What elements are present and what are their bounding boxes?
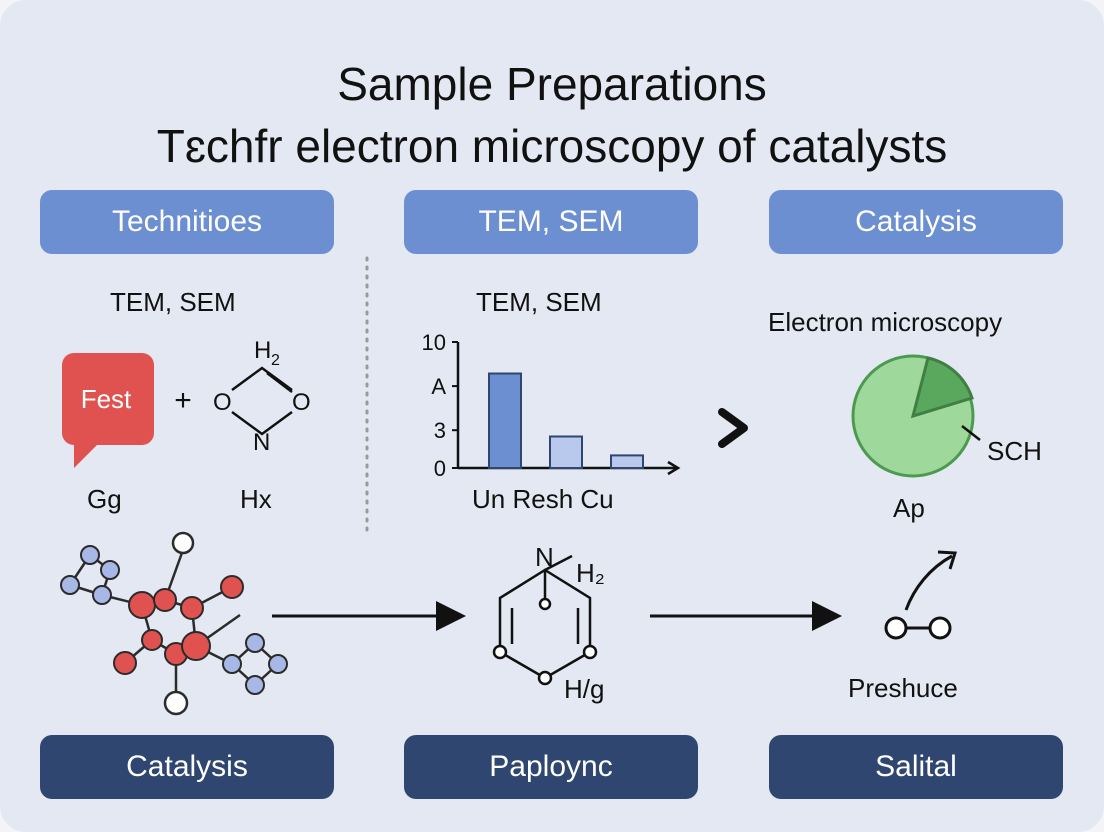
left-caption-hx: Hx bbox=[240, 484, 272, 514]
pill-tem-sem: TEM, SEM bbox=[404, 190, 698, 254]
pill-catalysis-bottom: Catalysis bbox=[40, 735, 334, 799]
ring-molecule-icon bbox=[231, 366, 293, 436]
title-line-2: Tɛchfr electron microscopy of catalysts bbox=[156, 120, 948, 172]
title-line-1: Sample Preparations bbox=[337, 58, 767, 110]
pill-salital: Salital bbox=[769, 735, 1063, 799]
chart-y-tick-label: 10 bbox=[422, 330, 446, 355]
chart-y-tick-label: A bbox=[431, 374, 446, 399]
curved-arrow-icon bbox=[884, 550, 958, 640]
pill-catalysis: Catalysis bbox=[769, 190, 1063, 254]
left-heading: TEM, SEM bbox=[110, 287, 236, 317]
right-heading: Electron microscopy bbox=[768, 307, 1003, 337]
ring-hg-label: H/g bbox=[564, 674, 604, 704]
network-molecule-icon bbox=[60, 531, 288, 716]
chart-x-axis-arrow bbox=[667, 460, 681, 476]
pill-paploync: Paploync bbox=[404, 735, 698, 799]
pie-caption: Ap bbox=[893, 493, 925, 523]
ring-h2-label: H₂ bbox=[576, 558, 605, 588]
chevron-right-icon bbox=[718, 408, 748, 448]
pill-techniques: Technitioes bbox=[40, 190, 334, 254]
bar-chart: 0 3 A 10 bbox=[422, 330, 681, 481]
speech-bubble-icon bbox=[62, 353, 154, 468]
middle-heading: TEM, SEM bbox=[476, 287, 602, 317]
pie-slice-label: SCH bbox=[987, 436, 1042, 466]
chart-y-tick-label: 0 bbox=[434, 456, 446, 481]
chart-bar-un bbox=[488, 372, 522, 469]
chart-x-label: Un Resh Cu bbox=[472, 484, 614, 514]
ring-top-label: H bbox=[254, 337, 271, 364]
right-caption-preshuce: Preshuce bbox=[848, 673, 958, 703]
pie-chart-icon bbox=[851, 354, 981, 478]
left-caption-gg: Gg bbox=[87, 484, 122, 514]
ring-bottom-label: N bbox=[253, 429, 270, 456]
hexagon-ring-icon bbox=[492, 554, 598, 686]
ring-top-subscript: 2 bbox=[271, 352, 280, 369]
bubble-text: Fest bbox=[81, 384, 132, 414]
plus-sign: + bbox=[174, 384, 192, 417]
ring-n-label: N bbox=[535, 542, 554, 572]
chart-bar-resh bbox=[549, 435, 583, 469]
chart-bar-cu bbox=[610, 454, 644, 469]
ring-right-label: O bbox=[292, 389, 311, 416]
ring-left-label: O bbox=[213, 389, 232, 416]
chart-y-tick-label: 3 bbox=[434, 418, 446, 443]
